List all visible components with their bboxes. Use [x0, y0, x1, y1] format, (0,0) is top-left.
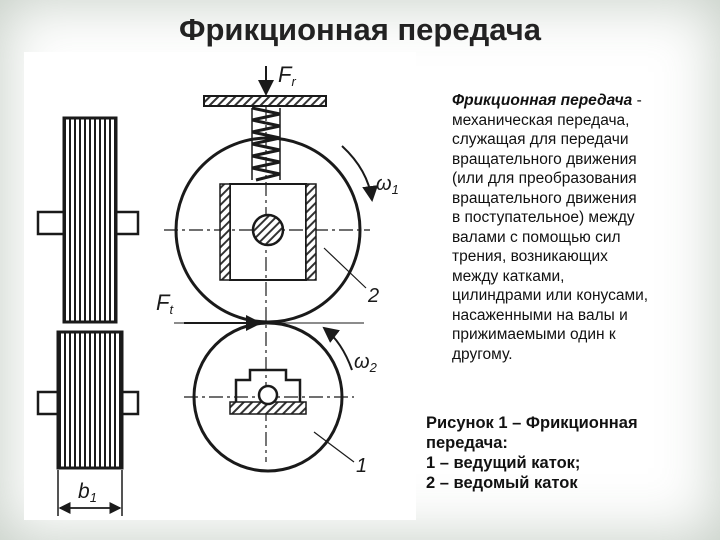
- top-support: [203, 95, 327, 107]
- radial-force-label: Fr: [278, 62, 296, 89]
- caption-line: передача:: [426, 434, 508, 452]
- description-line: трения, возникающих: [452, 248, 608, 265]
- caption-line: Рисунок 1 – Фрикционная: [426, 414, 638, 432]
- description-line: насаженными на валы и: [452, 306, 628, 324]
- driven-shaft-section: [251, 213, 285, 247]
- description-line: (или для преобразования: [452, 170, 637, 187]
- description-line: вращательного движения: [452, 150, 637, 168]
- description-line: другому.: [452, 345, 513, 363]
- description-line: служащая для передачи: [452, 131, 629, 148]
- slide-title: Фрикционная передача: [179, 12, 541, 47]
- omega2-rotation-arrow: [322, 326, 353, 371]
- description-line: между катками,: [452, 267, 565, 285]
- description-line: в поступательное) между: [452, 209, 635, 226]
- width-label: b1: [78, 480, 97, 505]
- part1-label: 1: [356, 455, 367, 477]
- tangential-force-label: Ft: [156, 290, 174, 317]
- description-line: цилиндрами или конусами,: [452, 287, 649, 304]
- figure-caption: Рисунок 1 – Фрикционная передача: 1 – ве…: [426, 413, 716, 493]
- omega2-label: ω2: [354, 351, 378, 375]
- side-view: b1: [36, 116, 140, 516]
- friction-drive-figure: b1: [24, 52, 416, 520]
- description-line: вращательного движения: [452, 189, 637, 207]
- caption-line: 2 – ведомый каток: [426, 474, 578, 492]
- description-line: прижимаемыми один к: [452, 326, 616, 343]
- caption-line: 1 – ведущий каток;: [426, 454, 581, 472]
- omega1-label: ω1: [376, 173, 399, 197]
- part2-label: 2: [367, 285, 379, 307]
- lower-roller-side: [56, 330, 124, 470]
- description-line: валами с помощью сил: [452, 228, 621, 246]
- omega1-rotation-arrow: [341, 145, 379, 202]
- upper-roller-side: [62, 116, 118, 324]
- description-term: Фрикционная передача: [452, 92, 633, 109]
- front-view: Fr Ft ω1 ω2 2 1: [156, 62, 399, 477]
- description-line: механическая передача,: [452, 111, 630, 129]
- driving-shaft-section: [257, 384, 279, 406]
- description-text: Фрикционная передача - механическая пере…: [452, 91, 702, 364]
